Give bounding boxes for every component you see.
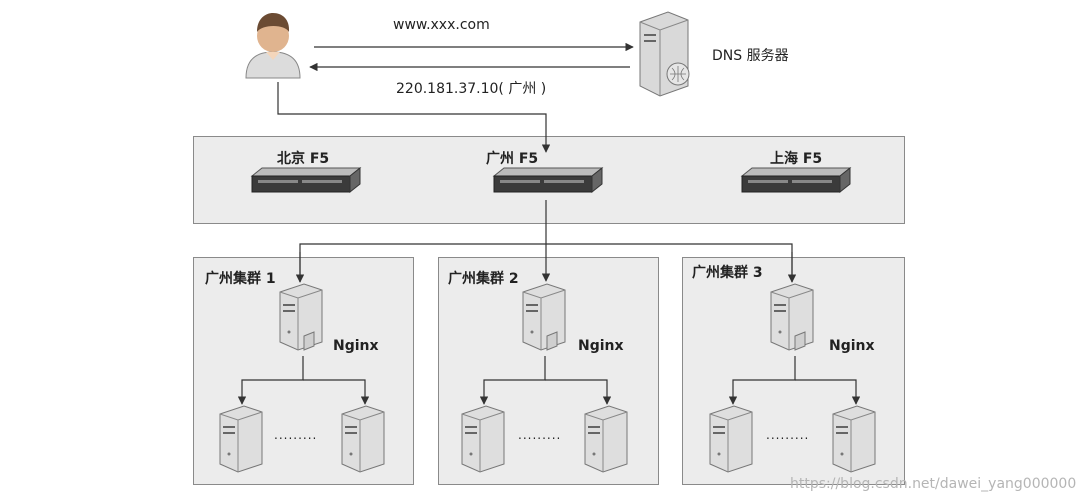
backend-server-icon-3b <box>832 405 876 473</box>
backend-server-icon-3a <box>709 405 753 473</box>
f5-label-shanghai: 上海 F5 <box>770 151 823 167</box>
nginx-label-1: Nginx <box>333 338 379 354</box>
backend-server-icon-2a <box>461 405 505 473</box>
user-to-f5-arrow <box>277 82 551 153</box>
backend-server-icon-1a <box>219 405 263 473</box>
f5-label-guangzhou: 广州 F5 <box>486 151 539 167</box>
backend-server-icon-2b <box>584 405 628 473</box>
response-ip-label: 220.181.37.10( 广州 ) <box>396 81 547 97</box>
cluster-title-1: 广州集群 1 <box>205 271 276 287</box>
nginx-server-icon-1 <box>279 283 323 351</box>
backend-dots-3: ......... <box>766 428 810 442</box>
backend-server-icon-1b <box>341 405 385 473</box>
watermark: https://blog.csdn.net/dawei_yang000000 <box>790 476 1077 492</box>
nginx-server-icon-2 <box>522 283 566 351</box>
dns-server-label: DNS 服务器 <box>712 48 789 64</box>
request-domain-label: www.xxx.com <box>393 17 490 33</box>
nginx-label-3: Nginx <box>829 338 875 354</box>
cluster-title-3: 广州集群 3 <box>692 265 763 281</box>
f5-label-beijing: 北京 F5 <box>277 151 330 167</box>
f5-device-icon-shanghai <box>740 166 852 194</box>
nginx-label-2: Nginx <box>578 338 624 354</box>
backend-dots-2: ......... <box>518 428 562 442</box>
nginx-server-icon-3 <box>770 283 814 351</box>
backend-dots-1: ......... <box>274 428 318 442</box>
f5-device-icon-guangzhou <box>492 166 604 194</box>
cluster-title-2: 广州集群 2 <box>448 271 519 287</box>
f5-device-icon-beijing <box>250 166 362 194</box>
